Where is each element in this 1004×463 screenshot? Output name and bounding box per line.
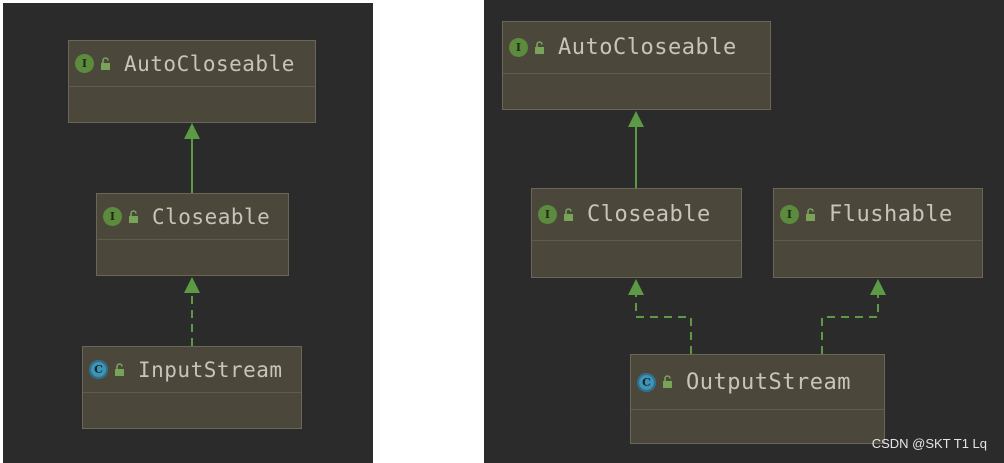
node-members-area: [83, 393, 301, 428]
arrowhead-autocloseable: [628, 111, 644, 127]
right-edges: [628, 111, 886, 354]
node-autocloseable[interactable]: I AutoCloseable: [68, 40, 316, 123]
unlocked-padlock-icon: [115, 362, 124, 376]
watermark: CSDN @SKT T1 Lq: [871, 436, 987, 451]
edge-outputstream-to-flushable: [821, 294, 879, 354]
right-diagram-panel: I AutoCloseable I Closeable I: [484, 0, 1004, 463]
node-members-area: [532, 241, 741, 277]
node-closeable[interactable]: I Closeable: [531, 188, 742, 278]
interface-icon: I: [75, 54, 94, 73]
arrowhead-closeable: [628, 279, 644, 295]
node-closeable[interactable]: I Closeable: [96, 193, 289, 276]
unlocked-padlock-icon: [663, 375, 672, 388]
node-name: AutoCloseable: [558, 35, 737, 60]
class-icon: C: [637, 372, 656, 392]
unlocked-padlock-icon: [101, 56, 110, 70]
node-name: AutoCloseable: [124, 51, 295, 76]
node-outputstream[interactable]: C OutputStream: [630, 354, 885, 444]
node-inputstream[interactable]: C InputStream: [82, 346, 302, 429]
left-diagram-panel: I AutoCloseable I Closeable C: [3, 3, 373, 463]
unlocked-padlock-icon: [564, 207, 573, 221]
left-edges: [184, 123, 200, 346]
interface-icon: I: [509, 38, 528, 57]
node-name: InputStream: [138, 357, 283, 382]
unlocked-padlock-icon: [535, 40, 544, 54]
node-autocloseable[interactable]: I AutoCloseable: [502, 21, 771, 110]
interface-icon: I: [103, 207, 122, 226]
node-flushable[interactable]: I Flushable: [773, 188, 983, 278]
node-name: Closeable: [587, 202, 711, 227]
node-members-area: [69, 87, 315, 122]
interface-icon: I: [780, 205, 799, 224]
node-members-area: [631, 410, 884, 443]
node-members-area: [503, 74, 770, 109]
unlocked-padlock-icon: [806, 207, 815, 221]
node-name: Flushable: [829, 202, 953, 227]
node-members-area: [97, 240, 288, 275]
unlocked-padlock-icon: [129, 209, 138, 223]
node-members-area: [774, 241, 982, 277]
edge-outputstream-to-closeable: [635, 294, 692, 354]
arrowhead-flushable: [870, 279, 886, 295]
node-name: OutputStream: [686, 369, 851, 395]
interface-icon: I: [538, 205, 557, 224]
arrowhead-autocloseable: [184, 123, 200, 139]
class-icon: C: [89, 360, 108, 379]
arrowhead-closeable: [184, 277, 200, 293]
node-name: Closeable: [152, 204, 271, 229]
